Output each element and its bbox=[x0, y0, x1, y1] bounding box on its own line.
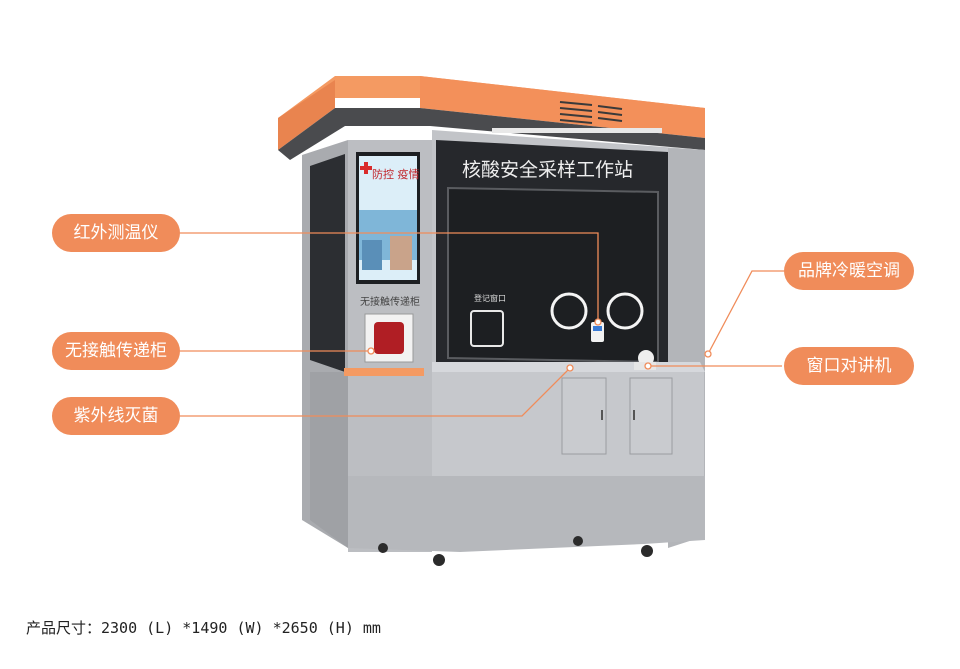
callout-uv-sterilization: 紫外线灭菌 bbox=[52, 397, 180, 435]
cabinet-door-right bbox=[629, 377, 673, 455]
vent-icon bbox=[559, 101, 623, 124]
callout-air-conditioner: 品牌冷暖空调 bbox=[784, 252, 914, 290]
roof-left bbox=[278, 80, 335, 150]
registration-window bbox=[470, 310, 504, 347]
booth-title: 核酸安全采样工作站 bbox=[462, 159, 633, 181]
pass-cabinet-label: 无接触传递柜 bbox=[360, 295, 420, 308]
red-cross-icon bbox=[360, 162, 372, 174]
glove-port-right bbox=[606, 292, 644, 330]
callout-infrared-thermometer: 红外测温仪 bbox=[52, 214, 180, 252]
lower-body bbox=[348, 476, 705, 552]
roof-underside bbox=[278, 108, 705, 160]
inner-window bbox=[447, 186, 659, 364]
poster-text: 防控 疫情 bbox=[372, 167, 420, 181]
roof-front bbox=[420, 76, 705, 138]
callout-leaders bbox=[180, 232, 784, 417]
lower-left-panel bbox=[310, 372, 348, 548]
wheels bbox=[378, 536, 653, 566]
glove-port-left bbox=[550, 292, 588, 330]
light-bar bbox=[492, 128, 662, 133]
product-dimensions-caption: 产品尺寸：2300 (L) *1490 (W) *2650 (H) mm bbox=[26, 619, 381, 637]
callout-contactless-cabinet: 无接触传递柜 bbox=[52, 332, 180, 370]
cabinet-door-left bbox=[561, 377, 607, 455]
left-side-window bbox=[310, 154, 345, 372]
callout-window-intercom: 窗口对讲机 bbox=[784, 347, 914, 385]
pass-tray bbox=[344, 368, 424, 376]
window-label: 登记窗口 bbox=[474, 293, 506, 303]
roof-top bbox=[278, 76, 705, 142]
